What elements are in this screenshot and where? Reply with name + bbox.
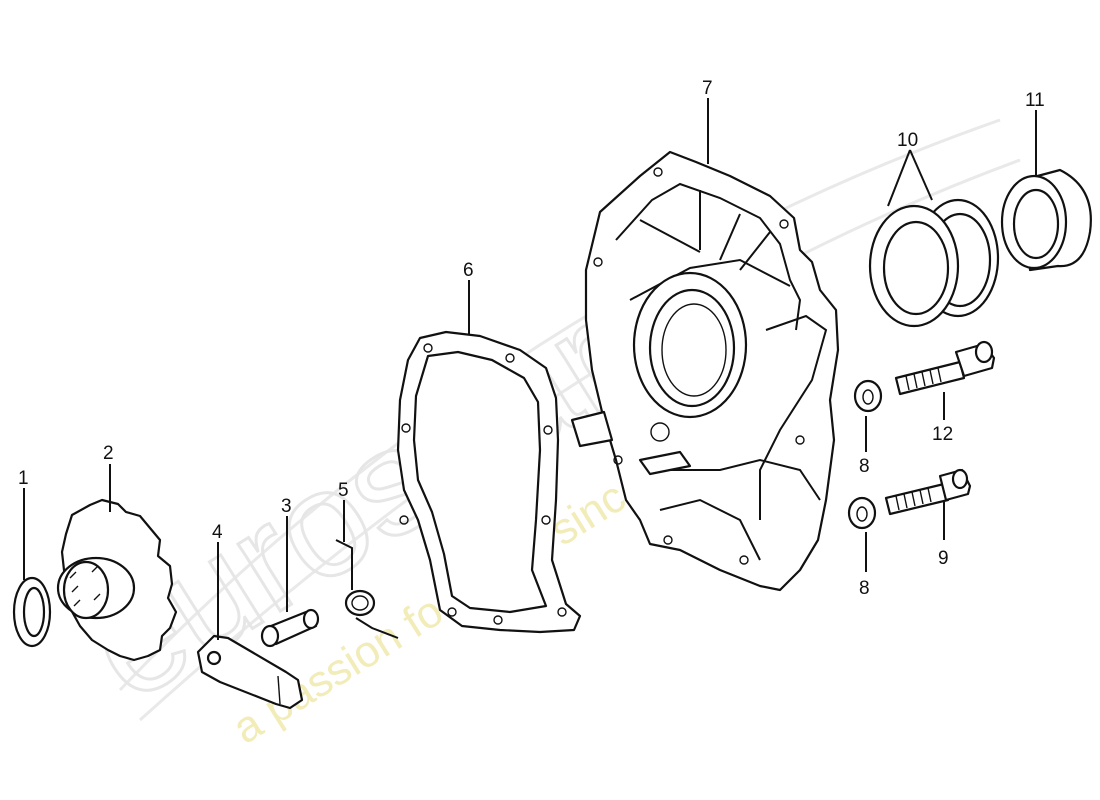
label-part-3: 3 [281,496,292,517]
part-2-drive-gear [56,498,178,662]
part-11-bushing [1000,168,1092,272]
part-10-seal-rings [868,198,1000,328]
label-part-9: 9 [938,548,949,569]
label-part-7: 7 [702,78,713,99]
part-3-pin [260,608,320,648]
label-part-10: 10 [897,130,918,151]
label-part-5: 5 [338,480,349,501]
part-7-housing-cover [570,150,840,592]
label-part-1: 1 [18,468,29,489]
part-1-washer [12,576,52,648]
part-5-spring [335,539,399,639]
part-12-bolt [894,340,996,396]
part-8-washer-lower [847,496,877,530]
label-part-8-upper: 8 [859,456,870,477]
part-labels: 1 2 3 4 5 6 7 8 8 9 10 11 12 [18,78,1045,599]
leader-lines [23,98,1037,640]
label-part-12: 12 [932,424,953,445]
label-part-8-lower: 8 [859,578,870,599]
part-4-lever [196,634,304,710]
label-part-2: 2 [103,443,114,464]
label-part-6: 6 [463,260,474,281]
label-part-4: 4 [212,522,223,543]
part-9-bolt [884,468,972,516]
part-6-gasket [396,330,582,634]
part-8-washer-upper [853,379,883,413]
label-part-11: 11 [1025,90,1045,111]
